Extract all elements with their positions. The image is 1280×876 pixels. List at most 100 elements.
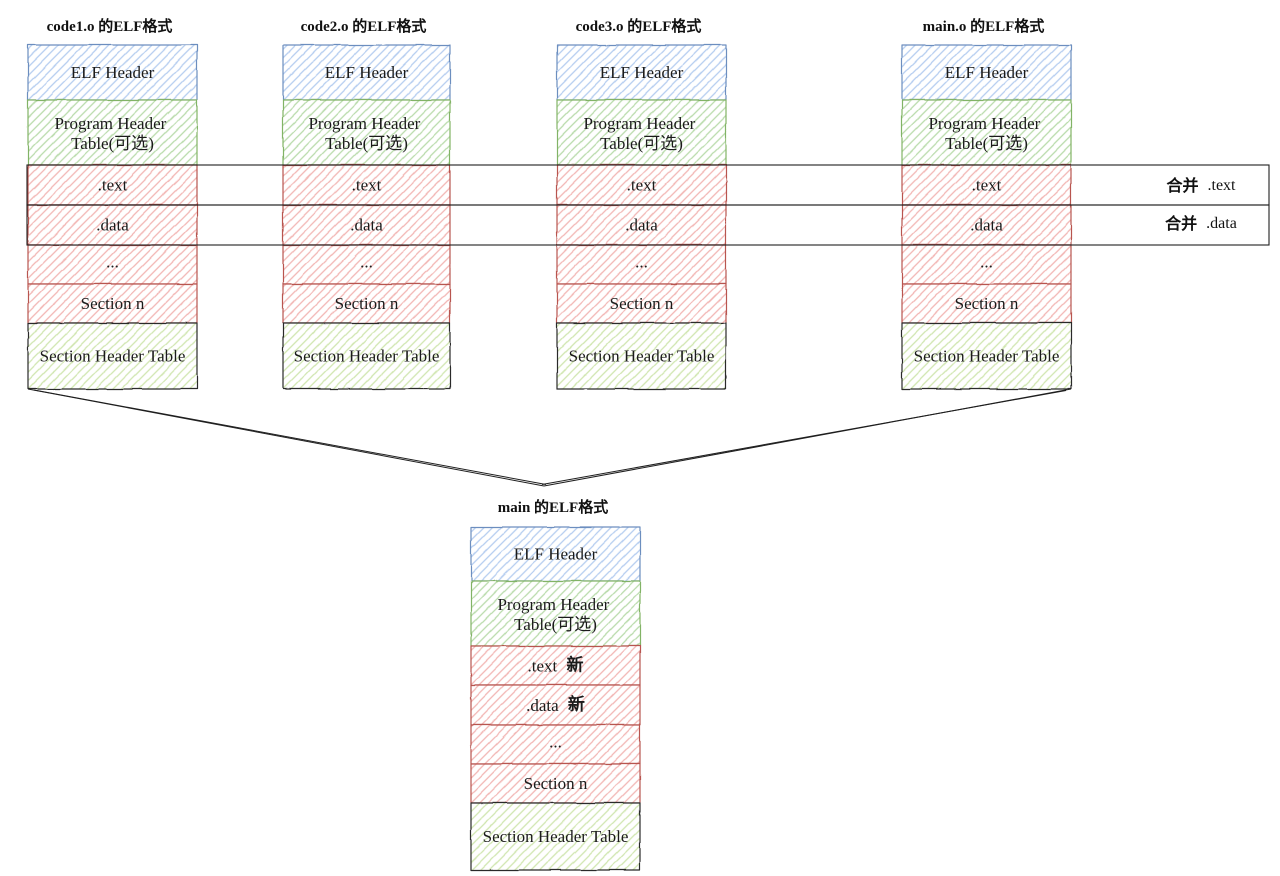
main-o-program-header-table-line-2: Table(可选) [945, 134, 1028, 153]
code2-program-header-table-line-2: Table(可选) [325, 134, 408, 153]
code1-boxes [27, 44, 198, 390]
right-merge-connector-sketch [541, 390, 1067, 485]
code2-ellipsis-section-box [282, 244, 451, 285]
code3-ellipsis-label: ... [635, 253, 648, 272]
output-elf-header-box [470, 526, 641, 582]
output-title: main 的ELF格式 [498, 498, 608, 516]
code2-program-header-table-box [282, 99, 451, 166]
main-o-elf-header-label: ELF Header [945, 63, 1029, 82]
code3-program-header-table-box [556, 99, 727, 166]
merge-data-label: 合并 .data [1165, 214, 1237, 233]
code1-section-header-table-box [27, 322, 198, 390]
code3-text-section-label: .text [627, 176, 657, 195]
merge-data-section: .data [1206, 215, 1237, 232]
code3-data-section-box [556, 204, 727, 246]
code2-program-header-table-label: Program Header Table(可选) [308, 114, 424, 153]
main-o-boxes [901, 44, 1072, 390]
output-program-header-table-line-2: Table(可选) [514, 615, 597, 634]
output-data-new-tag: 新 [568, 694, 585, 715]
code2-section-header-table-label: Section Header Table [294, 347, 440, 366]
code1-section-n-label: Section n [81, 294, 145, 313]
code3-elf-stack: code3.o 的ELF格式 ELF Header Program Header… [556, 17, 727, 390]
code3-program-header-table-line-1: Program Header [583, 114, 695, 133]
main-o-ellipsis-label: ... [980, 253, 993, 272]
output-boxes [470, 526, 641, 871]
code3-data-section-label: .data [625, 216, 658, 235]
code3-boxes [556, 44, 727, 390]
output-text-section-box [470, 645, 641, 686]
output-program-header-table-label: Program Header Table(可选) [497, 595, 613, 634]
code3-program-header-table-line-2: Table(可选) [600, 134, 683, 153]
main-o-section-header-table-box [901, 322, 1072, 390]
main-o-ellipsis-section-box [901, 244, 1072, 285]
merge-data-band [26, 204, 1270, 246]
code2-elf-stack: code2.o 的ELF格式 ELF Header Program Header… [282, 17, 451, 390]
code2-data-section-label: .data [350, 216, 383, 235]
output-section-header-table-box [470, 802, 641, 871]
output-elf-stack: main 的ELF格式 ELF Header Program Header Ta… [470, 498, 641, 871]
code1-program-header-table-line-1: Program Header [54, 114, 166, 133]
code3-section-n-box [556, 283, 727, 324]
code3-elf-header-box [556, 44, 727, 101]
output-text-new-tag: 新 [567, 655, 584, 676]
code3-section-header-table-label: Section Header Table [569, 347, 715, 366]
code1-elf-header-box [27, 44, 198, 101]
code1-text-section-label: .text [98, 176, 128, 195]
left-merge-connector-sketch [33, 389, 547, 485]
main-o-elf-stack: main.o 的ELF格式 ELF Header Program Header … [901, 17, 1072, 390]
code2-section-n-label: Section n [335, 294, 399, 313]
main-o-data-section-box [901, 204, 1072, 246]
code2-text-section-box [282, 164, 451, 206]
merge-connectors [27, 388, 1072, 487]
code2-data-section-box [282, 204, 451, 246]
main-o-elf-header-box [901, 44, 1072, 101]
main-o-title: main.o 的ELF格式 [923, 17, 1045, 35]
output-text-section-name: .text [528, 656, 558, 675]
merge-text-label: 合并 .text [1166, 176, 1236, 195]
merge-text-section: .text [1208, 177, 1237, 194]
code1-elf-stack: code1.o 的ELF格式 ELF Header Program Header… [27, 17, 198, 390]
code1-ellipsis-label: ... [106, 253, 119, 272]
code2-section-header-table-box [282, 322, 451, 390]
main-o-text-section-label: .text [972, 176, 1002, 195]
output-data-section-label: .data 新 [526, 694, 585, 715]
code1-section-header-table-label: Section Header Table [40, 347, 186, 366]
main-o-program-header-table-line-1: Program Header [928, 114, 1040, 133]
output-program-header-table-line-1: Program Header [497, 595, 609, 614]
code3-section-header-table-box [556, 322, 727, 390]
code3-ellipsis-section-box [556, 244, 727, 285]
output-data-section-name: .data [526, 696, 559, 715]
main-o-text-section-box [901, 164, 1072, 206]
code2-program-header-table-line-1: Program Header [308, 114, 420, 133]
code3-text-section-box [556, 164, 727, 206]
code1-program-header-table-label: Program Header Table(可选) [54, 114, 170, 153]
code3-title: code3.o 的ELF格式 [576, 17, 702, 35]
output-program-header-table-box [470, 580, 641, 647]
output-elf-header-label: ELF Header [514, 545, 598, 564]
output-ellipsis-label: ... [549, 733, 562, 752]
code2-ellipsis-label: ... [360, 253, 373, 272]
code3-program-header-table-label: Program Header Table(可选) [583, 114, 699, 153]
code1-program-header-table-line-2: Table(可选) [71, 134, 154, 153]
main-o-section-n-box [901, 283, 1072, 324]
code3-section-n-label: Section n [610, 294, 674, 313]
output-section-n-label: Section n [524, 774, 588, 793]
code1-data-section-label: .data [96, 216, 129, 235]
main-o-program-header-table-label: Program Header Table(可选) [928, 114, 1044, 153]
merge-data-action: 合并 [1165, 214, 1197, 233]
code3-elf-header-label: ELF Header [600, 63, 684, 82]
output-ellipsis-section-box [470, 724, 641, 765]
output-text-section-label: .text 新 [528, 655, 584, 676]
code1-title: code1.o 的ELF格式 [47, 17, 173, 35]
code1-program-header-table-box [27, 99, 198, 166]
main-o-section-n-label: Section n [955, 294, 1019, 313]
code2-elf-header-box [282, 44, 451, 101]
code2-elf-header-label: ELF Header [325, 63, 409, 82]
merge-bands: 合并 .text 合并 .data [26, 164, 1270, 246]
code1-elf-header-label: ELF Header [71, 63, 155, 82]
output-section-header-table-label: Section Header Table [483, 827, 629, 846]
main-o-data-section-label: .data [970, 216, 1003, 235]
merge-text-action: 合并 [1166, 176, 1198, 195]
